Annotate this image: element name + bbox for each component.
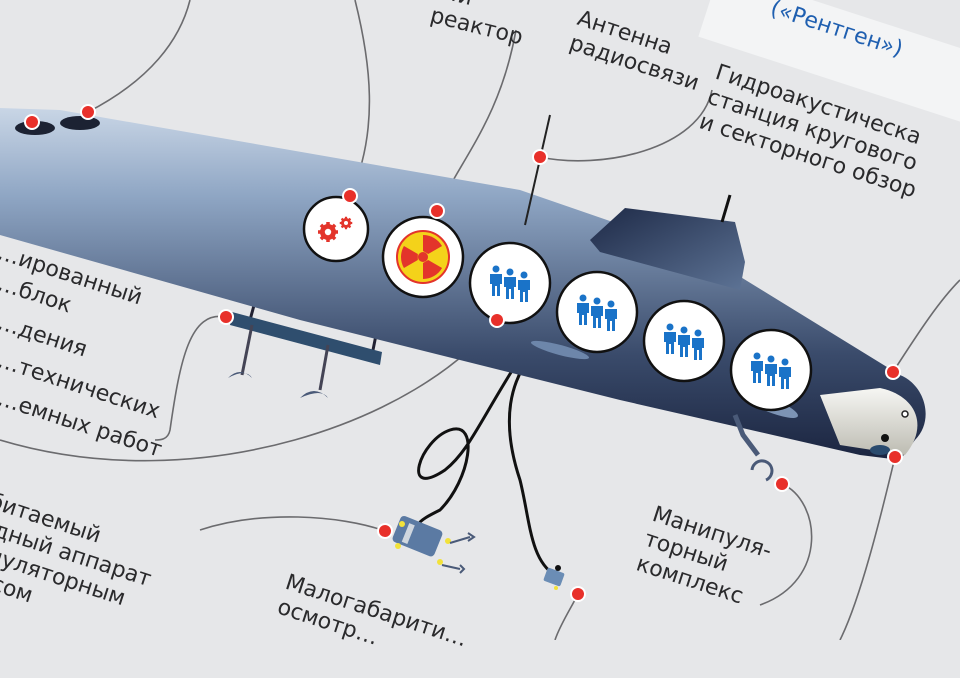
crew-icon xyxy=(490,265,530,302)
marker-dot xyxy=(532,149,548,165)
compartments xyxy=(302,195,813,412)
tether-cable xyxy=(416,349,527,526)
compartment-crew xyxy=(468,241,552,325)
marker-dot xyxy=(342,188,358,204)
claw-icon xyxy=(228,372,252,378)
marker-dot xyxy=(887,449,903,465)
claw-icon xyxy=(441,564,466,574)
marker-dot xyxy=(80,104,96,120)
radiation-icon xyxy=(396,230,450,284)
submarine-diagram xyxy=(0,0,960,640)
rov-vehicle xyxy=(392,515,476,574)
compartment-radiation xyxy=(381,215,465,299)
sail xyxy=(590,208,745,290)
compartment-crew xyxy=(729,328,813,412)
tether-cables xyxy=(416,349,556,577)
marker-dot xyxy=(885,364,901,380)
leader-line xyxy=(759,483,813,606)
claw-icon xyxy=(449,532,476,544)
gears-icon xyxy=(318,216,353,242)
marker-dot xyxy=(570,586,586,602)
marker-dot xyxy=(218,309,234,325)
small-rov xyxy=(543,565,565,590)
crew-icon xyxy=(664,323,704,360)
marker-dot xyxy=(377,523,393,539)
compartment-crew xyxy=(555,270,639,354)
marker-dot xyxy=(489,312,505,328)
antenna-mast xyxy=(524,114,551,226)
markers xyxy=(24,104,903,602)
leader-line xyxy=(539,89,713,162)
leader-line xyxy=(839,456,896,640)
marker-dot xyxy=(774,476,790,492)
leader-line xyxy=(154,315,227,441)
leader-line xyxy=(892,279,960,373)
crew-icon xyxy=(577,294,617,331)
manipulator-arm xyxy=(732,414,774,482)
leader-line xyxy=(0,319,498,462)
marker-dot xyxy=(429,203,445,219)
marker-dot xyxy=(24,114,40,130)
tether-cable xyxy=(507,349,556,577)
claw-icon xyxy=(750,459,774,482)
claw-icon xyxy=(300,391,328,398)
leader-line xyxy=(87,0,191,113)
crew-icon xyxy=(751,352,791,389)
compartment-gears xyxy=(302,195,370,263)
leader-line xyxy=(199,516,386,532)
compartment-crew xyxy=(642,299,726,383)
